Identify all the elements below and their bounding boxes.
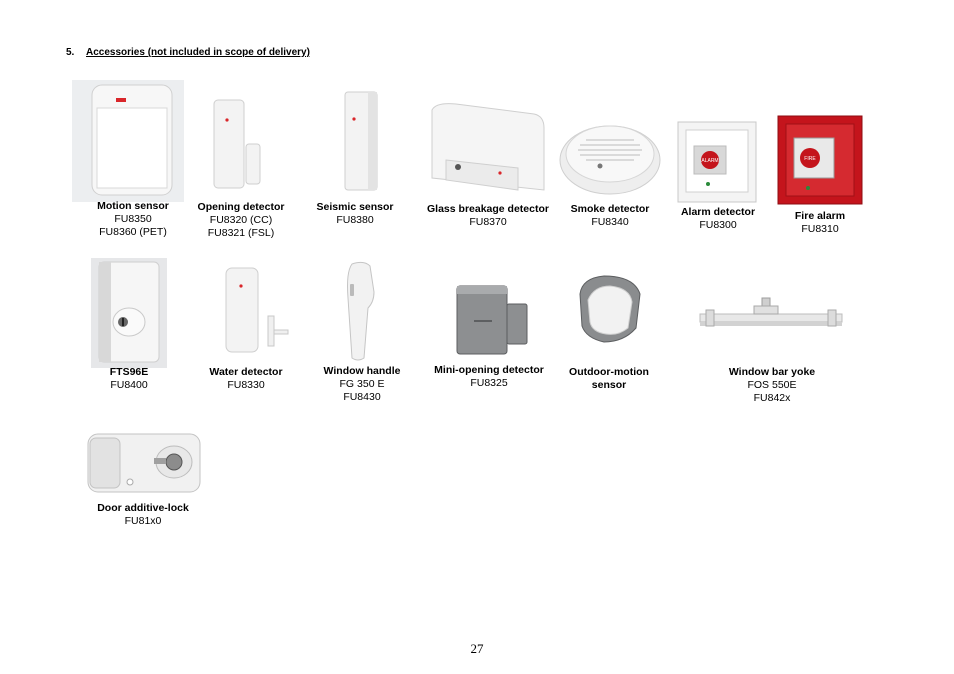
item-caption: Fire alarm FU8310 xyxy=(795,210,845,236)
item-code: FU8325 xyxy=(470,377,508,389)
item-name: Window bar yoke xyxy=(728,366,816,378)
item-caption: Glass breakage detector FU8370 xyxy=(427,203,549,229)
item-caption: Motion sensor FU8350 FU8360 (PET) xyxy=(97,200,169,239)
item-caption: FTS96E FU8400 xyxy=(110,366,149,392)
water-detector-icon xyxy=(225,267,289,353)
item-code: FU8320 (CC) xyxy=(209,214,273,226)
item-code: FU8370 xyxy=(469,216,507,228)
item-caption: Outdoor-motion sensor xyxy=(569,366,649,392)
item-caption: Window handle FG 350 E FU8430 xyxy=(324,365,401,404)
item-name: Fire alarm xyxy=(794,210,846,222)
item-name: Window handle xyxy=(323,365,401,377)
item-caption: Opening detector FU8320 (CC) FU8321 (FSL… xyxy=(198,201,285,240)
outdoor-motion-sensor-icon xyxy=(579,275,641,343)
item-name: Mini-opening detector xyxy=(434,364,544,376)
alarm-button-label: ALARM xyxy=(701,158,718,164)
window-bar-yoke-icon xyxy=(699,297,843,327)
item-code: FU8350 xyxy=(114,213,152,225)
item-code: FU8360 (PET) xyxy=(99,226,167,238)
item-code: FG 350 E xyxy=(339,378,385,390)
item-name: Motion sensor xyxy=(97,200,169,212)
item-caption: Mini-opening detector FU8325 xyxy=(434,364,544,390)
opening-detector-icon xyxy=(213,99,261,189)
item-caption: Smoke detector FU8340 xyxy=(571,203,650,229)
page-number: 27 xyxy=(470,641,484,656)
alarm-detector-icon: ALARM xyxy=(677,121,757,203)
mini-opening-detector-icon xyxy=(456,285,528,355)
seismic-sensor-icon xyxy=(344,91,378,191)
item-name: FTS96E xyxy=(109,366,149,378)
fts96e-lock-icon xyxy=(91,258,167,368)
item-code: FOS 550E xyxy=(747,379,797,391)
fire-alarm-icon: FIRE xyxy=(777,115,863,205)
item-code: FU8310 xyxy=(801,223,839,235)
item-name: Water detector xyxy=(209,366,283,378)
motion-sensor-icon xyxy=(72,80,184,202)
item-code: FU842x xyxy=(753,392,791,404)
item-code: FU8380 xyxy=(336,214,374,226)
item-name: Alarm detector xyxy=(680,206,756,218)
fire-button-label: FIRE xyxy=(804,156,816,162)
item-name: sensor xyxy=(591,379,627,391)
item-caption: Water detector FU8330 xyxy=(209,366,282,392)
item-code: FU8321 (FSL) xyxy=(207,227,275,239)
item-name: Glass breakage detector xyxy=(427,203,549,215)
smoke-detector-icon xyxy=(559,125,661,195)
item-caption: Seismic sensor FU8380 xyxy=(316,201,393,227)
item-caption: Door additive-lock FU81x0 xyxy=(97,502,189,528)
item-code: FU8340 xyxy=(591,216,629,228)
section-number: 5. xyxy=(66,47,75,58)
glass-breakage-detector-icon xyxy=(431,103,545,191)
item-name: Opening detector xyxy=(197,201,285,213)
item-name: Seismic sensor xyxy=(316,201,394,213)
section-heading: 5. Accessories (not included in scope of … xyxy=(66,47,310,58)
section-title: Accessories (not included in scope of de… xyxy=(86,47,310,58)
item-code: FU8300 xyxy=(699,219,737,231)
item-code: FU81x0 xyxy=(124,515,162,527)
door-additive-lock-icon xyxy=(87,433,201,493)
item-caption: Alarm detector FU8300 xyxy=(681,206,755,232)
item-name: Outdoor-motion xyxy=(569,366,649,378)
item-name: Smoke detector xyxy=(570,203,650,215)
item-code: FU8430 xyxy=(343,391,381,403)
window-handle-icon xyxy=(347,261,375,361)
item-caption: Window bar yoke FOS 550E FU842x xyxy=(729,366,815,405)
item-code: FU8330 xyxy=(227,379,265,391)
item-code: FU8400 xyxy=(110,379,148,391)
item-name: Door additive-lock xyxy=(97,502,189,514)
